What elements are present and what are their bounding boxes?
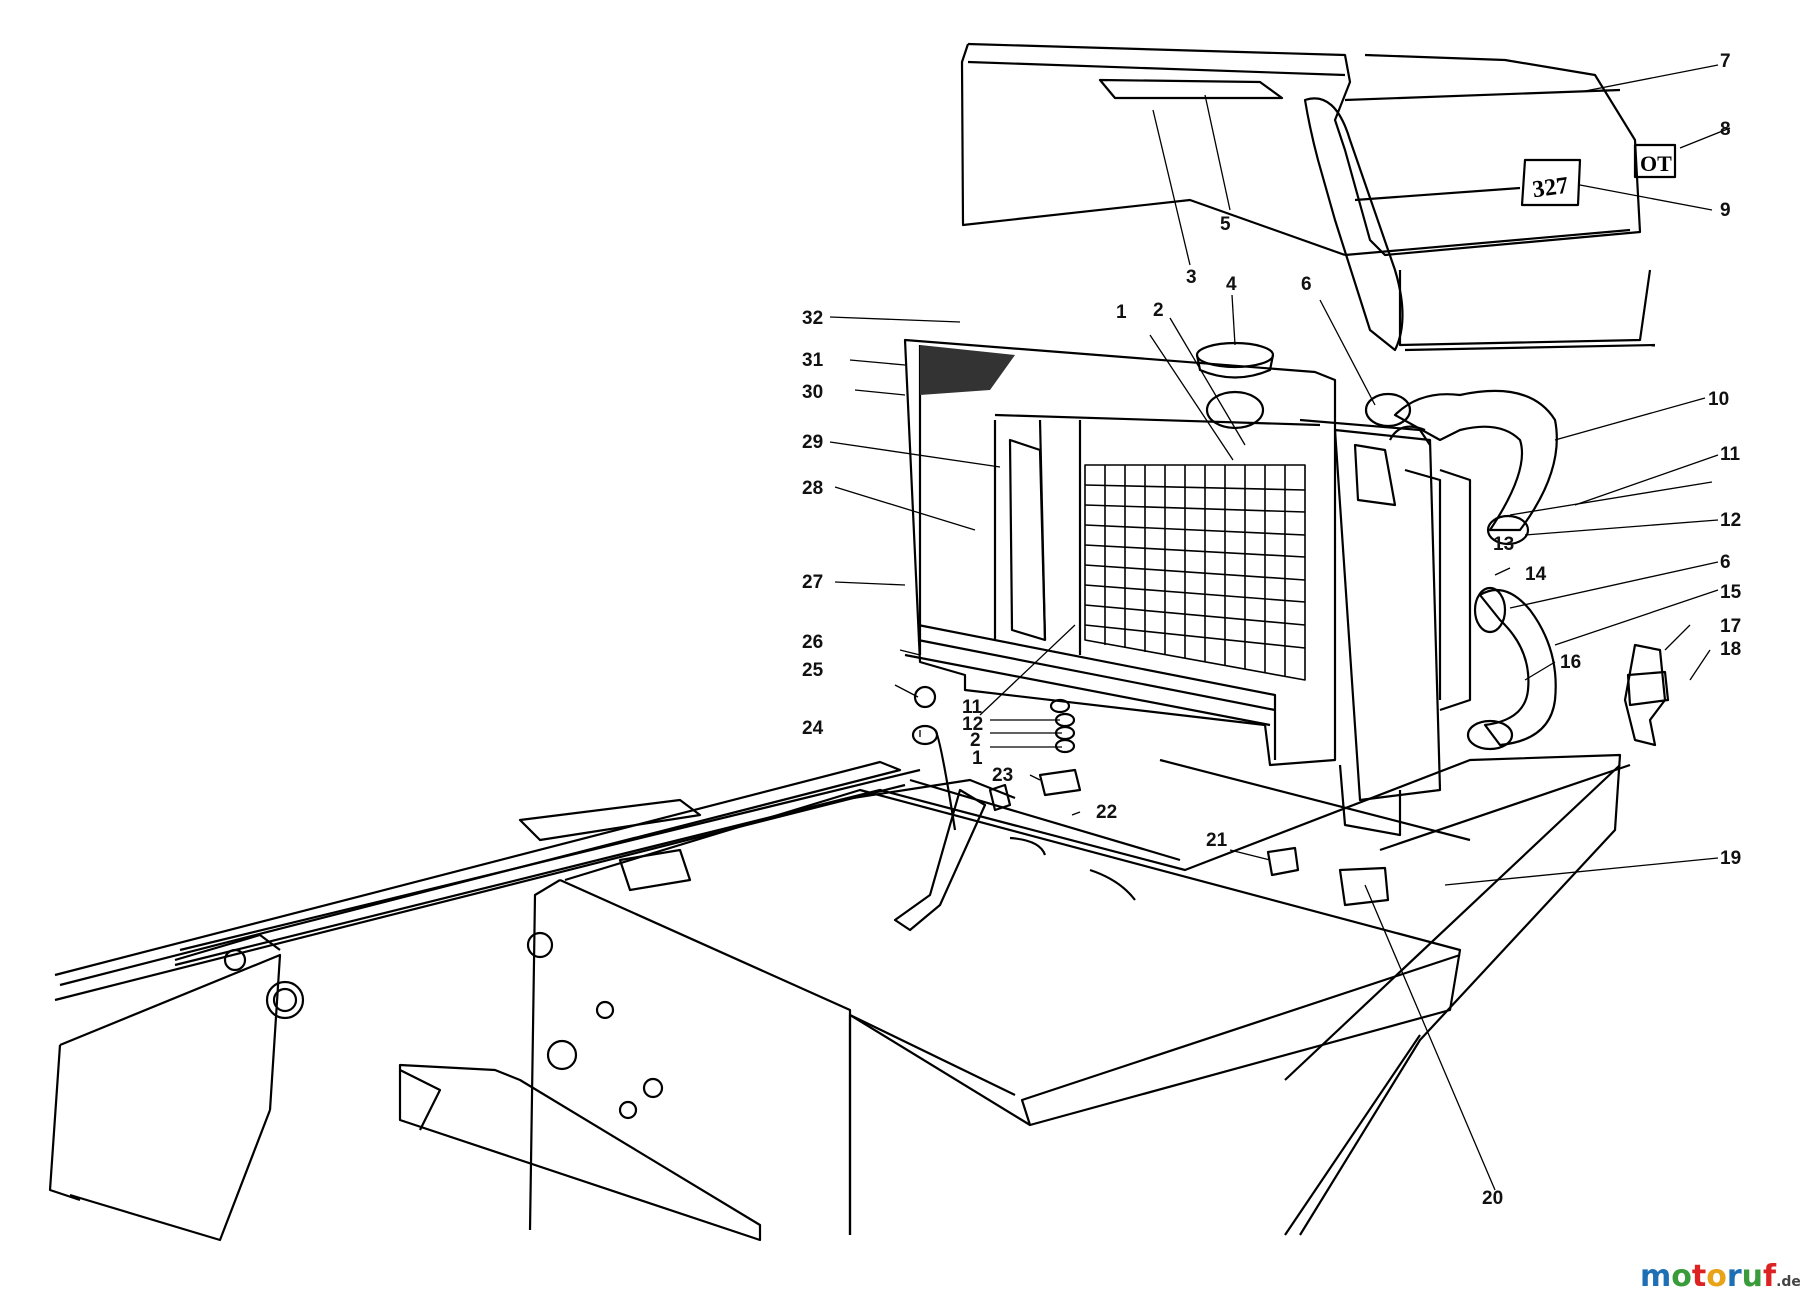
shroud-hatch <box>920 345 1015 395</box>
callout-28: 28 <box>802 478 823 499</box>
upper-hose <box>1364 389 1558 546</box>
side-panel-holes <box>223 931 664 1120</box>
callout-13: 13 <box>1493 534 1514 555</box>
callout-30: 30 <box>802 382 823 403</box>
callout-6b: 6 <box>1720 552 1731 573</box>
hood <box>960 42 1677 352</box>
callout-12b: 12 <box>962 714 983 735</box>
callout-19: 19 <box>1720 848 1741 869</box>
callout-31: 31 <box>802 350 824 371</box>
callout-11: 11 <box>1720 444 1741 465</box>
radiator-shroud <box>903 338 1337 767</box>
watermark-suffix: .de <box>1776 1274 1800 1290</box>
callout-7: 7 <box>1720 51 1731 72</box>
callout-11b: 11 <box>962 697 983 718</box>
callout-27: 27 <box>802 572 823 593</box>
callout-4: 4 <box>1226 274 1237 295</box>
lower-hose <box>1466 586 1557 751</box>
line-art <box>48 42 1677 1242</box>
callout-9: 9 <box>1720 200 1731 221</box>
callout-1b: 1 <box>972 748 983 769</box>
watermark-letter-o2: o <box>1706 1259 1727 1294</box>
callout-21: 21 <box>1206 830 1228 851</box>
callout-23: 23 <box>992 765 1013 786</box>
callout-25: 25 <box>802 660 824 681</box>
callout-2b: 2 <box>970 730 981 751</box>
chassis-frame <box>48 753 1631 1242</box>
watermark-letter-o: o <box>1671 1259 1692 1294</box>
callout-labels: 1 2 3 4 5 6 7 8 9 10 11 12 13 14 6 15 16… <box>802 51 1742 1209</box>
callout-3: 3 <box>1186 267 1197 288</box>
callout-22: 22 <box>1096 802 1117 823</box>
callout-24: 24 <box>802 718 824 739</box>
callout-15: 15 <box>1720 582 1742 603</box>
watermark-letter-m: m <box>1640 1259 1671 1294</box>
watermark-letter-t: t <box>1692 1259 1706 1294</box>
callout-12: 12 <box>1720 510 1741 531</box>
watermark: motoruf.de <box>1640 1259 1800 1294</box>
callout-17: 17 <box>1720 616 1741 637</box>
fittings <box>934 729 1300 901</box>
callout-2: 2 <box>1153 300 1164 321</box>
callout-10: 10 <box>1708 389 1729 410</box>
callout-5: 5 <box>1220 214 1231 235</box>
mount-pad <box>1338 866 1390 907</box>
hood-latch <box>1623 643 1670 747</box>
callout-26: 26 <box>802 632 823 653</box>
radiator-core <box>1084 464 1306 681</box>
callout-29: 29 <box>802 432 823 453</box>
callout-14: 14 <box>1525 564 1547 585</box>
callout-1: 1 <box>1116 302 1127 323</box>
callout-20: 20 <box>1482 1188 1503 1209</box>
callout-18: 18 <box>1720 639 1741 660</box>
radiator-side-tank <box>1299 418 1472 837</box>
hood-badge-letters: OT <box>1640 151 1672 176</box>
callout-16: 16 <box>1560 652 1581 673</box>
callout-6: 6 <box>1301 274 1312 295</box>
leader-lines <box>829 64 1731 1191</box>
watermark-letter-f: f <box>1763 1259 1777 1294</box>
callout-8: 8 <box>1720 119 1731 140</box>
watermark-letter-u: u <box>1742 1259 1763 1294</box>
radiator-cap <box>1195 341 1275 430</box>
hood-model-number: 327 <box>1531 173 1570 204</box>
bracket-rod <box>893 788 987 932</box>
callout-32: 32 <box>802 308 823 329</box>
watermark-letter-r: r <box>1727 1259 1742 1294</box>
